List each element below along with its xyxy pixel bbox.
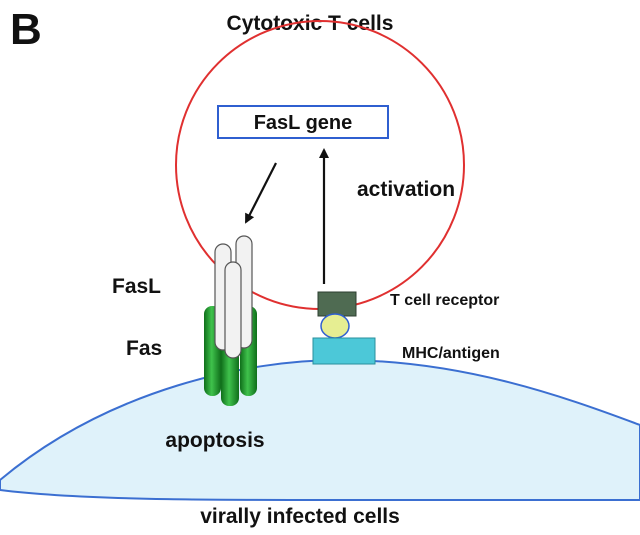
infected-cell-membrane: [0, 358, 640, 502]
infected-cell-title: virally infected cells: [200, 505, 400, 528]
t-cell-receptor: [317, 291, 357, 317]
mhc-label: MHC/antigen: [402, 345, 500, 362]
tcr-label: T cell receptor: [390, 292, 499, 309]
expression-arrow: [245, 162, 277, 224]
fas-label: Fas: [126, 337, 162, 360]
t-cell-title: Cytotoxic T cells: [227, 12, 394, 35]
apoptosis-label: apoptosis: [165, 429, 264, 452]
mhc-molecule: [312, 337, 376, 365]
fasl-gene-box: [217, 105, 389, 139]
panel-letter: B: [10, 5, 42, 54]
activation-label: activation: [357, 178, 455, 201]
antigen: [320, 313, 350, 339]
fasl-ligand: [214, 235, 253, 359]
fasl-label: FasL: [112, 275, 161, 298]
fasl-gene-label: FasL gene: [254, 112, 353, 134]
